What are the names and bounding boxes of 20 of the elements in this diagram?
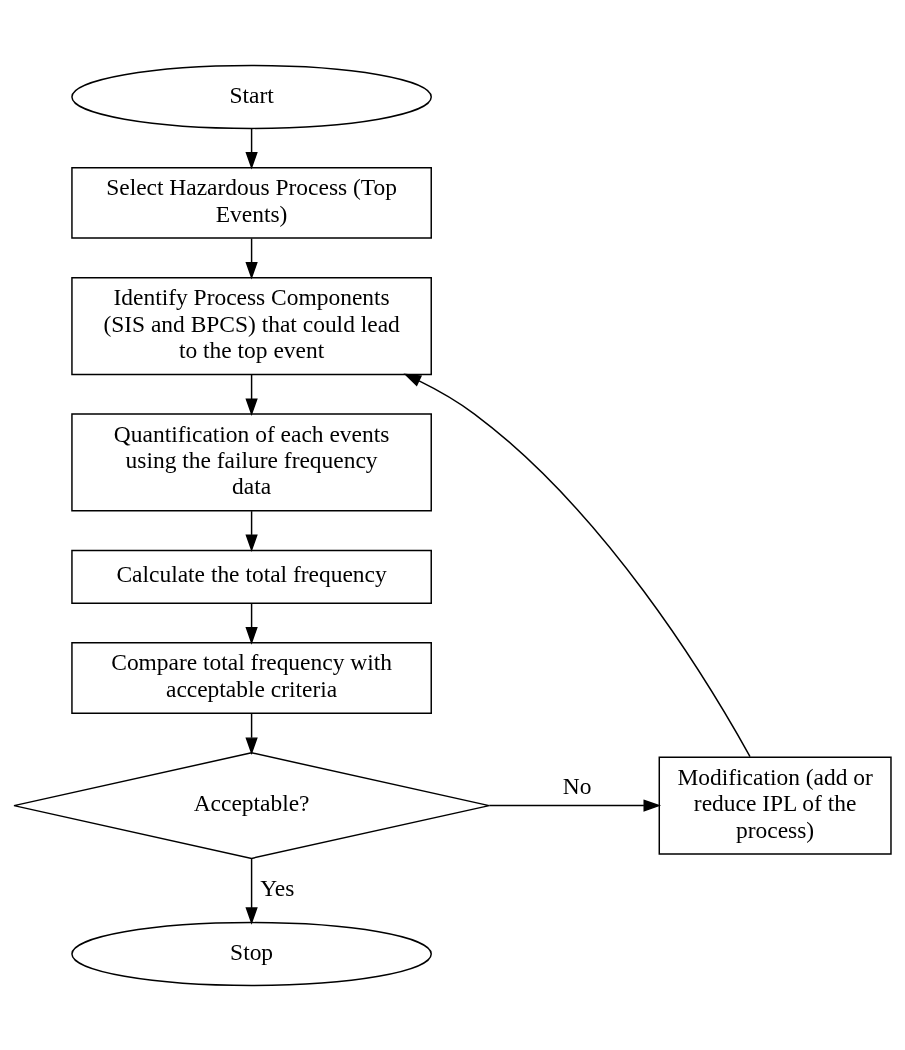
arrow <box>403 373 751 757</box>
node-diamond: Acceptable? <box>13 751 490 859</box>
arrow <box>245 857 258 925</box>
edge-label: Yes <box>260 874 295 901</box>
arrow <box>488 798 662 812</box>
node-box: Calculate the total frequency <box>71 549 432 604</box>
arrow <box>245 373 258 416</box>
node-box: Compare total frequency with acceptable criteria <box>71 641 432 714</box>
node-ellipse: Stop <box>71 921 432 986</box>
arrow <box>245 237 258 280</box>
node-box: Modification (add or reduce IPL of the process) <box>658 755 892 855</box>
node-box: Identify Process Components (SIS and BPCS) that could lead to the top event <box>71 276 432 375</box>
node-box: Quantification of each events using the failure frequency data <box>71 412 432 512</box>
arrow <box>245 602 258 645</box>
arrow <box>245 712 258 755</box>
node-box: Select Hazardous Process (Top Events) <box>71 166 432 239</box>
arrow <box>245 127 258 170</box>
arrow <box>245 509 258 552</box>
edge-label: No <box>562 772 592 799</box>
node-ellipse: Start <box>71 64 432 129</box>
